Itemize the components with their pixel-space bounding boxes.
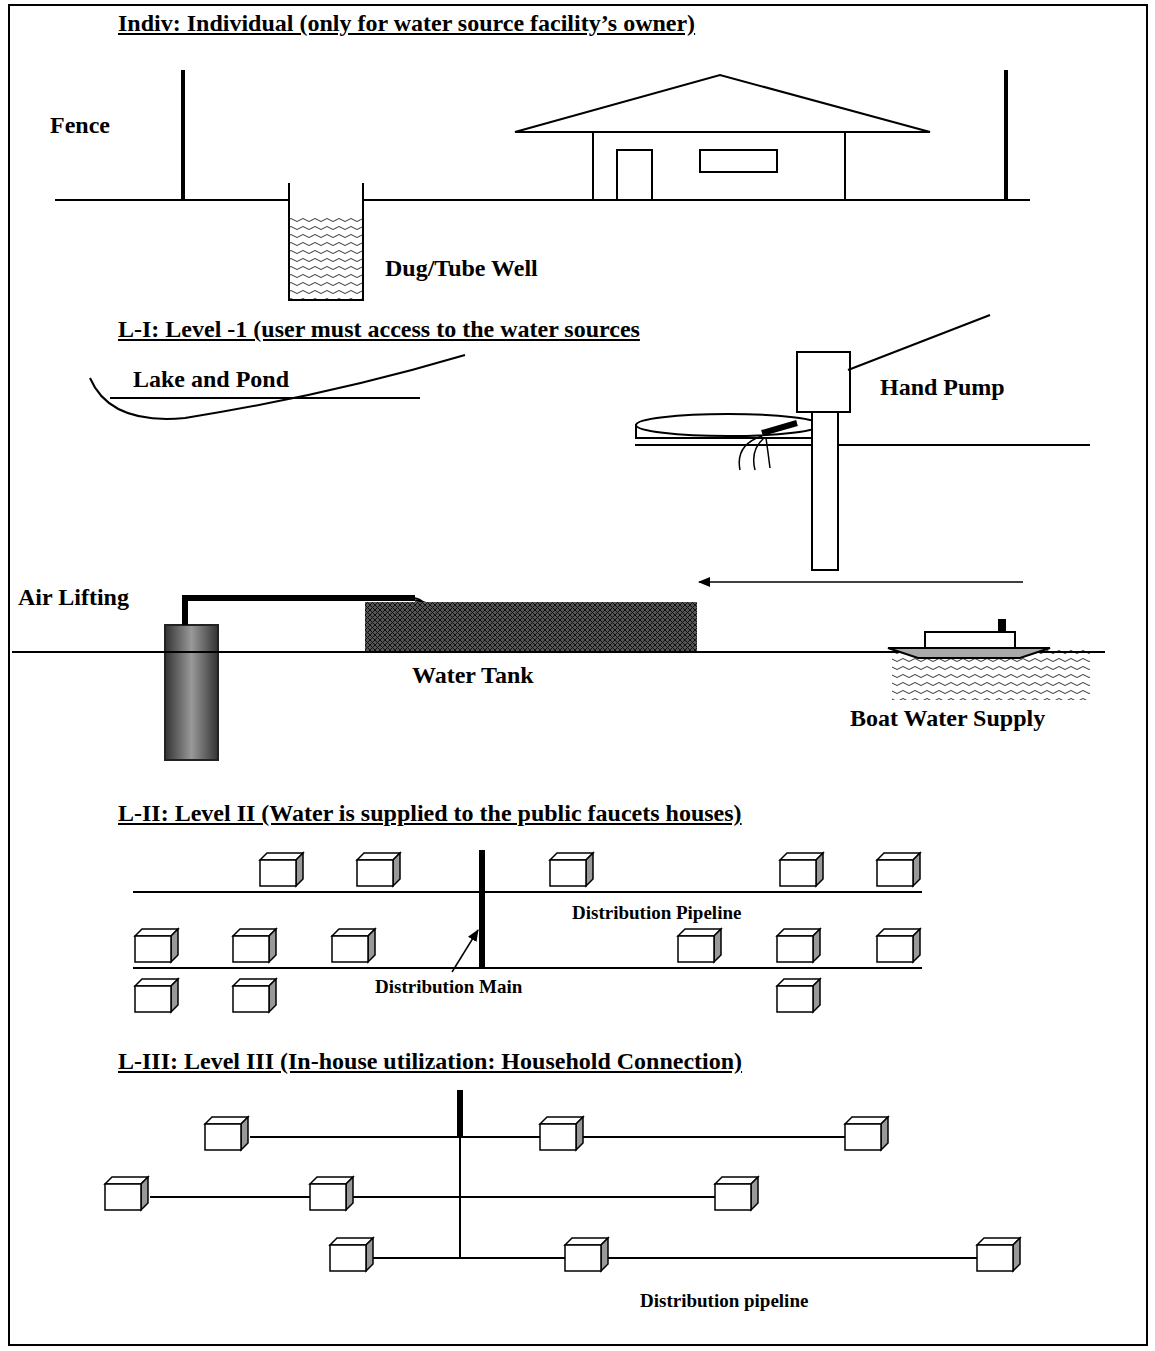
part-label: Water Tank [412,662,534,690]
house-cube [241,1117,248,1150]
individual-scene [55,70,1030,300]
house-cube [269,979,276,1012]
house-cube [205,1124,241,1150]
house-cube [310,1184,346,1210]
house-cube [586,853,593,886]
house-cubes [105,853,1020,1271]
house-cube [816,853,823,886]
house-cube [751,1177,758,1210]
part-label: Air Lifting [18,584,129,612]
part-label: Distribution Main [375,976,522,998]
house-cube [777,986,813,1012]
house-cube [601,1238,608,1271]
house-cube [913,853,920,886]
house-cube [135,986,171,1012]
house-cube [269,929,276,962]
house-cube [576,1117,583,1150]
house-cube [233,986,269,1012]
house-cube [780,860,816,886]
house-cube [845,1124,881,1150]
part-label: Distribution Pipeline [572,902,741,924]
house-cube [366,1238,373,1271]
house-cube [881,1117,888,1150]
level-one-scene [12,315,1105,760]
part-label: Fence [50,112,110,140]
house-cube [171,979,178,1012]
part-label: Distribution pipeline [640,1290,808,1312]
house-cube [368,929,375,962]
house-cube [357,860,393,886]
level-two-network [133,850,922,972]
house-cube [171,929,178,962]
house-cube [715,1184,751,1210]
frame [9,5,1147,1345]
house-cube [913,929,920,962]
level-three-network [150,1090,977,1258]
part-label: Lake and Pond [133,366,289,394]
section-heading: L-I: Level -1 (user must access to the w… [118,316,640,344]
part-label: Boat Water Supply [850,705,1045,733]
house-cube [135,936,171,962]
house-cube [141,1177,148,1210]
house-cube [678,936,714,962]
house-cube [105,1184,141,1210]
house-cube [296,853,303,886]
house-cube [1013,1238,1020,1271]
house-cube [260,860,296,886]
house-cube [813,979,820,1012]
house-cube [233,936,269,962]
house-cube [393,853,400,886]
part-label: Hand Pump [880,374,1005,402]
house-cube [777,936,813,962]
house-cube [877,860,913,886]
house-cube [330,1245,366,1271]
house-cube [977,1245,1013,1271]
house-cube [550,860,586,886]
house-cube [332,936,368,962]
part-label: Dug/Tube Well [385,255,538,283]
house-cube [346,1177,353,1210]
house-cube [877,936,913,962]
section-heading: Indiv: Individual (only for water source… [118,10,695,38]
section-heading: L-II: Level II (Water is supplied to the… [118,800,742,828]
house-cube [813,929,820,962]
house-cube [565,1245,601,1271]
house-cube [714,929,721,962]
section-heading: L-III: Level III (In-house utilization: … [118,1048,742,1076]
house-cube [540,1124,576,1150]
